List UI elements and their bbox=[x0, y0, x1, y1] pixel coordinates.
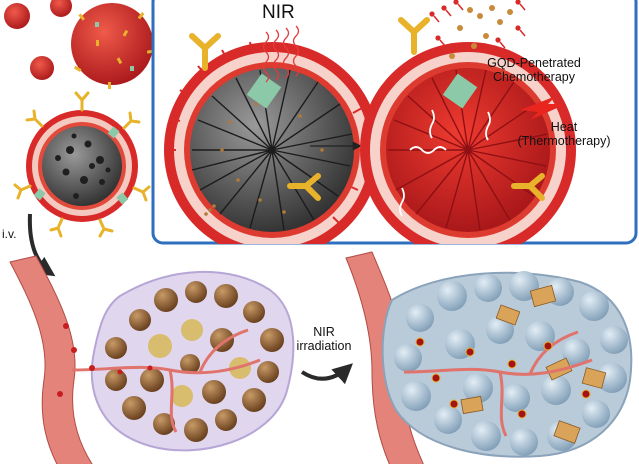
tumor-before bbox=[9, 255, 295, 464]
released-drug-particles bbox=[429, 0, 526, 59]
nir-label-text: NIR bbox=[262, 2, 295, 23]
iv-arrow-icon bbox=[27, 213, 56, 277]
iv-label-text: i.v. bbox=[2, 227, 17, 241]
iv-label: i.v. bbox=[2, 227, 17, 242]
nanoparticle-before bbox=[164, 33, 380, 244]
nir-wave-icon bbox=[262, 25, 300, 83]
nanoparticle-after bbox=[360, 17, 576, 244]
heat-label: Heat (Thermotherapy) bbox=[505, 120, 623, 149]
nir-irr-line-2: irradiation bbox=[296, 339, 352, 354]
gqd-chemotherapy-label: GQD-Penetrated Chemotherapy bbox=[470, 56, 598, 85]
nir-irradiation-arrow-icon bbox=[300, 363, 353, 385]
nanoparticle-full bbox=[13, 91, 151, 238]
gqd-line-1: GQD-Penetrated bbox=[487, 56, 581, 70]
heat-line-2: (Thermotherapy) bbox=[517, 134, 611, 149]
heat-bolt-icon bbox=[520, 96, 566, 120]
gqd-line-2: Chemotherapy bbox=[493, 70, 575, 85]
nir-irr-line-1: NIR bbox=[313, 325, 335, 339]
nir-label: NIR bbox=[262, 2, 295, 24]
small-nanoparticles bbox=[4, 0, 155, 89]
heat-line-1: Heat bbox=[550, 120, 578, 134]
nir-irradiation-label: NIR irradiation bbox=[289, 325, 359, 354]
tumor-after bbox=[345, 251, 633, 464]
